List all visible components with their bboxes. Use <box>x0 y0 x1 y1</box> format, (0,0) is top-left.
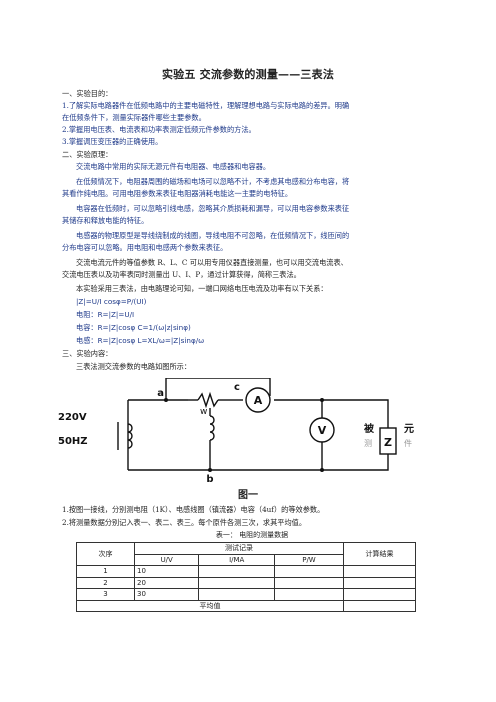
voltmeter-label: V <box>318 424 327 437</box>
formula-capacitor: 电容：R=|Z|cosφ C=1/(ω|z|sinφ) <box>76 323 191 332</box>
principle-4b: 分布电容可以忽略。用电阻和电感两个参数来表征。 <box>62 243 228 252</box>
objective-1a: 1.了解实际电路器件在低频电路中的主要电磁特性，理解理想电路与实际电路的差异。明… <box>62 101 350 110</box>
table-header-row: 次序 测试记录 计算结果 <box>76 542 416 566</box>
average-value <box>343 599 416 612</box>
load-z-label: Z <box>384 436 392 449</box>
table-caption: 表一： 电阻的测量数据 <box>215 531 289 539</box>
header-power: P/W <box>273 553 345 566</box>
content-1: 三表法测交流参数的电路如图所示： <box>76 362 192 371</box>
row-voltage: 10 <box>133 565 200 578</box>
table-subheader-row: U/V I/MA P/W <box>77 553 416 566</box>
source-frequency-label: 50HZ <box>58 436 88 447</box>
principle-3a: 电容器在低频时，可以忽略引线电感，忽略其介质损耗和漏导，可以用电容参数来表征 <box>76 204 350 213</box>
row-order: 1 <box>76 565 135 578</box>
row-result <box>343 576 416 589</box>
header-order: 次序 <box>76 542 135 566</box>
node-label-b: b <box>206 474 213 484</box>
load-label-ce: 测 <box>364 439 372 448</box>
objective-2: 2.掌握用电压表、电流表和功率表测定低频元件参数的方法。 <box>62 125 256 134</box>
header-current: I/MA <box>198 553 275 566</box>
average-label: 平均值 <box>76 599 344 612</box>
row-voltage: 20 <box>133 576 200 589</box>
page-title: 实验五 交流参数的测量——三表法 <box>161 68 335 81</box>
measurement-table: 次序 测试记录 计算结果 U/V I/MA P/W 1 10 2 20 3 30 <box>76 542 416 612</box>
header-record: 测试记录 <box>134 542 344 555</box>
circuit-diagram: A V Z 被 元 测 件 a c w b 220V 50HZ <box>58 378 414 484</box>
row-power <box>273 565 345 578</box>
principle-2b: 其看作纯电阻。可用电阻参数来表征电阻器消耗电能这一主要的电特征。 <box>62 189 293 198</box>
wattmeter-label-w: w <box>200 407 207 417</box>
header-voltage: U/V <box>133 553 200 566</box>
source-voltage-label: 220V <box>58 412 87 423</box>
objective-1b: 在低频条件下，测量实际器件哪些主要参数。 <box>62 113 206 122</box>
table-average-row: 平均值 <box>76 599 416 612</box>
ammeter-label: A <box>254 394 263 407</box>
row-current <box>198 576 275 589</box>
principle-1: 交流电路中常用的实际无源元件有电阻器、电感器和电容器。 <box>76 162 271 171</box>
principle-5a: 交流电流元件的等值参数 R、L、C 可以用专用仪器直接测量，也可以用交流电流表、 <box>76 258 348 267</box>
table-row: 2 20 <box>76 576 416 589</box>
step-1: 1.按图一接线，分别测电阻（1K）、电感线圈（镇流器）电容（4uf）的等效参数。 <box>62 505 325 514</box>
formula-inductor: 电感：R=|Z|cosφ L=XL/ω=|Z|sinφ/ω <box>76 336 205 345</box>
principle-6: 本实验采用三表法，由电路理论可知，一端口网络电压电流及功率有以下关系： <box>76 284 328 293</box>
row-current <box>198 588 275 601</box>
figure-caption: 图一 <box>238 490 258 501</box>
load-label-bei: 被 <box>364 422 375 435</box>
ammeter-symbol <box>245 387 271 413</box>
principle-5b: 交流电压表以及功率表同时测量出 U、I、P，通过计算获得，简称三表法。 <box>62 270 301 279</box>
objective-3: 3.掌握调压变压器的正确使用。 <box>62 137 163 146</box>
load-label-yuan: 元 <box>404 423 414 435</box>
table-row: 1 10 <box>76 565 416 578</box>
row-power <box>273 588 345 601</box>
load-label-jian: 件 <box>404 438 412 448</box>
row-power <box>273 576 345 589</box>
row-order: 2 <box>76 576 135 589</box>
node-label-a: a <box>157 388 164 399</box>
section-content-heading: 三、实验内容： <box>62 349 113 358</box>
formula-impedance: |Z|=U/I cosφ=P/(UI) <box>76 297 147 306</box>
row-order: 3 <box>76 588 135 601</box>
voltmeter-symbol <box>309 417 335 443</box>
row-current <box>198 565 275 578</box>
node-label-c: c <box>234 382 240 393</box>
section-principle-heading: 二、实验原理： <box>62 150 113 159</box>
section-objective-heading: 一、实验目的： <box>62 89 113 98</box>
principle-3b: 其储存和释放电能的特征。 <box>62 216 149 225</box>
principle-2a: 在低频情况下，电阻器周围的磁场和电场可以忽略不计，不考虑其电感和分布电容，将 <box>76 177 350 186</box>
formula-resistor: 电阻：R=|Z|=U/I <box>76 310 135 319</box>
row-result <box>343 565 416 578</box>
header-result: 计算结果 <box>343 542 416 566</box>
row-voltage: 30 <box>133 588 200 601</box>
load-impedance-box <box>379 427 397 455</box>
principle-4a: 电感器的物理原型是导线绕制成的线圈，导线电阻不可忽略，在低频情况下，线匝间的 <box>76 231 350 240</box>
row-result <box>343 588 416 601</box>
step-2: 2.将测量数据分别记入表一、表二、表三。每个原件各测三次，求其平均值。 <box>62 518 307 527</box>
table-row: 3 30 <box>76 588 416 601</box>
